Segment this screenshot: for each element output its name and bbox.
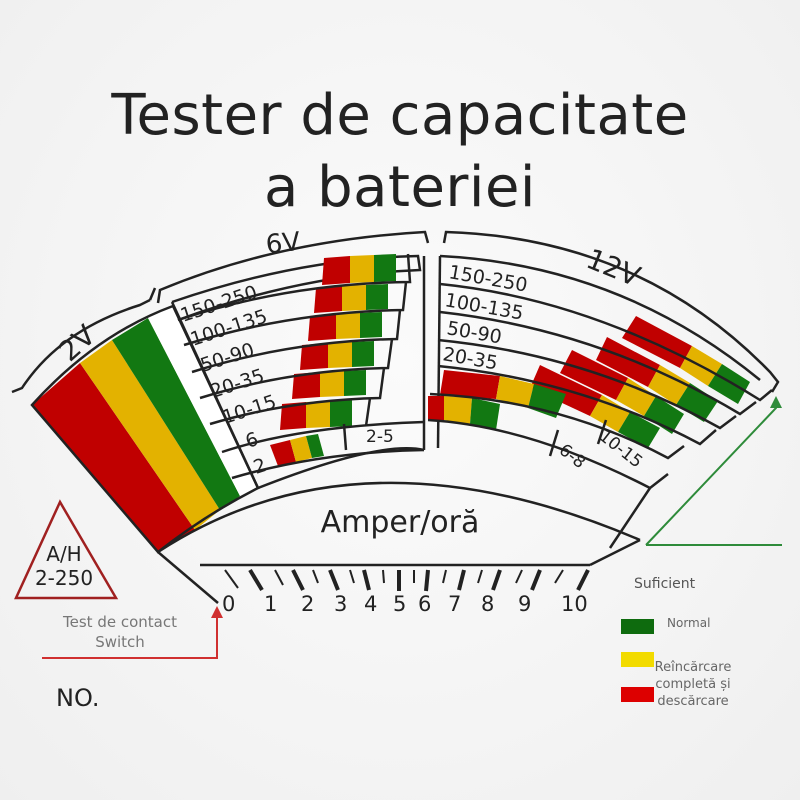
scale-0: 0 <box>222 592 236 616</box>
bracket-2v <box>11 298 151 394</box>
capacity-badge: A/H 2-250 <box>24 542 104 590</box>
label-6v: 6V <box>264 227 301 260</box>
scale-3: 3 <box>334 592 348 616</box>
legend-label-normal: Normal <box>667 616 711 630</box>
switch-arrow-head <box>211 606 223 618</box>
switch-label-line2: Switch <box>95 633 145 651</box>
page-subtitle: a bateriei <box>264 155 536 220</box>
scale-6: 6 <box>418 592 432 616</box>
scale-1: 1 <box>264 592 278 616</box>
range-12v-6-8: 6-8 <box>555 440 589 473</box>
legend-label-recharge: Reîncărcare completă și descărcare <box>654 660 732 709</box>
scale-7: 7 <box>448 592 462 616</box>
unit-label: Amper/oră <box>320 505 480 540</box>
bracket-6v <box>156 230 430 304</box>
scale-4: 4 <box>364 592 378 616</box>
range-6v-2: 2 <box>251 454 269 479</box>
scale-10: 10 <box>561 592 588 616</box>
legend-swatch-red <box>621 687 654 702</box>
legend-title: Suficient <box>634 576 696 592</box>
legend-swatch-yellow <box>621 652 654 667</box>
legend-swatch-green <box>621 619 654 634</box>
switch-label: Test de contact Switch <box>40 612 200 652</box>
range-12v-50-90: 50-90 <box>445 317 503 348</box>
capacity-badge-triangle <box>14 499 119 600</box>
page-title: Tester de capacitate <box>111 83 689 148</box>
serial-number-label: NO. <box>56 684 100 712</box>
segment-2v <box>30 304 260 554</box>
scale-8: 8 <box>481 592 495 616</box>
range-arrow-head <box>770 396 782 408</box>
badge-line2: 2-250 <box>34 566 94 590</box>
bracket-12v <box>442 230 780 393</box>
scale-9: 9 <box>518 592 532 616</box>
inner-arc <box>157 481 641 554</box>
switch-label-line1: Test de contact <box>63 613 177 631</box>
range-6v-2-5: 2-5 <box>366 427 394 447</box>
badge-line1: A/H <box>46 542 82 566</box>
scale-2: 2 <box>301 592 315 616</box>
scale-ticks <box>224 568 590 592</box>
scale-5: 5 <box>393 592 407 616</box>
switch-arrow <box>42 616 218 659</box>
segment-12v <box>427 254 773 490</box>
segment-6v <box>170 253 426 489</box>
